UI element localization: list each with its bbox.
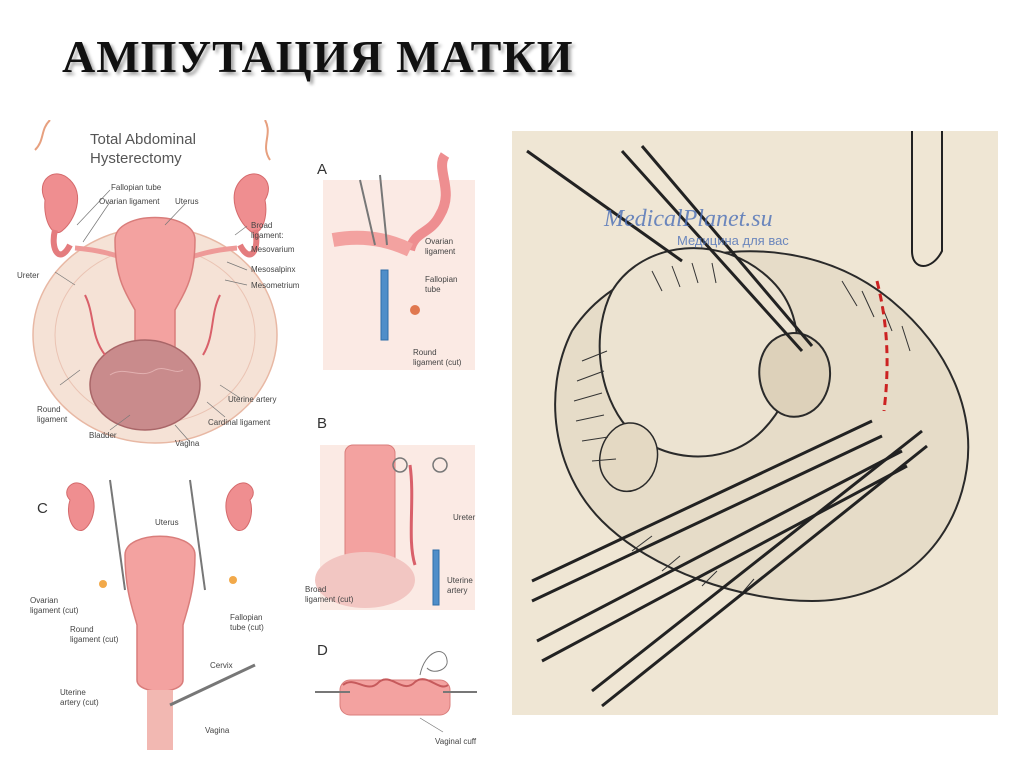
main-anatomy-drawing (32, 120, 278, 444)
panel-d: D Vaginal cuff (315, 642, 477, 746)
panel-c-vagina: Vagina (205, 726, 230, 735)
label-round-ligament-2: ligament (37, 415, 68, 424)
panel-a-round-1: Round (413, 348, 437, 357)
surgical-engraving-drawing: MedicalPlanet.su Медицина для вас (512, 131, 998, 715)
panel-c-uterus: Uterus (155, 518, 179, 527)
label-ovarian-ligament: Ovarian ligament (99, 197, 160, 206)
panel-b-broad-2: ligament (cut) (305, 595, 354, 604)
panel-c-round-2: ligament (cut) (70, 635, 119, 644)
panel-a-fallopian-2: tube (425, 285, 441, 294)
panel-d-letter: D (317, 642, 328, 659)
panel-b: B Ureter Broad ligament (cut) Uterine ar… (305, 415, 476, 610)
panel-a-round-2: ligament (cut) (413, 358, 462, 367)
panel-c-round-1: Round (70, 625, 94, 634)
panel-b-broad-1: Broad (305, 585, 326, 594)
label-bladder: Bladder (89, 431, 117, 440)
panel-c-ovarian-2: ligament (cut) (30, 606, 79, 615)
label-mesosalpinx: Mesosalpinx (251, 265, 295, 274)
panel-c-fallopian-2: tube (cut) (230, 623, 264, 632)
label-cardinal-ligament: Cardinal ligament (208, 418, 271, 427)
figure-title-line2: Hysterectomy (90, 150, 182, 167)
label-mesometrium: Mesometrium (251, 281, 300, 290)
panel-b-uterine-2: artery (447, 586, 467, 595)
panel-a-fallopian-1: Fallopian (425, 275, 457, 284)
watermark-tagline: Медицина для вас (677, 233, 789, 248)
panel-b-uterine-1: Uterine (447, 576, 473, 585)
panel-c-fallopian-1: Fallopian (230, 613, 262, 622)
hysterectomy-illustration: Total Abdominal Hysterectomy (17, 120, 477, 750)
label-fallopian-tube: Fallopian tube (111, 183, 162, 192)
panel-a-letter: A (317, 161, 327, 178)
slide-title: АМПУТАЦИЯ МАТКИ (62, 31, 574, 82)
panel-a-ovarian-1: Ovarian (425, 237, 453, 246)
figure-title-line1: Total Abdominal (90, 131, 196, 148)
label-uterine-artery: Uterine artery (228, 395, 276, 404)
surgical-engraving: MedicalPlanet.su Медицина для вас (512, 131, 998, 715)
panel-a-ovarian-2: ligament (425, 247, 456, 256)
label-vagina: Vagina (175, 439, 200, 448)
label-broad-ligament: Broad (251, 221, 272, 230)
panel-c-cervix: Cervix (210, 661, 233, 670)
panel-b-ureter: Ureter (453, 513, 476, 522)
label-round-ligament-1: Round (37, 405, 61, 414)
watermark-site: MedicalPlanet.su (603, 206, 773, 232)
label-uterus: Uterus (175, 197, 199, 206)
panel-c-uterine-2: artery (cut) (60, 698, 99, 707)
panel-b-letter: B (317, 415, 327, 432)
panel-c-ovarian-1: Ovarian (30, 596, 58, 605)
label-mesovarium: Mesovarium (251, 245, 295, 254)
panel-c: C Uterus Ovarian ligament (cut) Round li… (30, 479, 264, 750)
label-ureter: Ureter (17, 271, 40, 280)
panel-c-uterine-1: Uterine (60, 688, 86, 697)
label-broad-ligament-2: ligament: (251, 231, 283, 240)
panel-a: A Ovarian ligament Fallopian tube Round … (317, 152, 475, 370)
panel-c-letter: C (37, 500, 48, 517)
panel-d-vaginal-cuff: Vaginal cuff (435, 737, 477, 746)
